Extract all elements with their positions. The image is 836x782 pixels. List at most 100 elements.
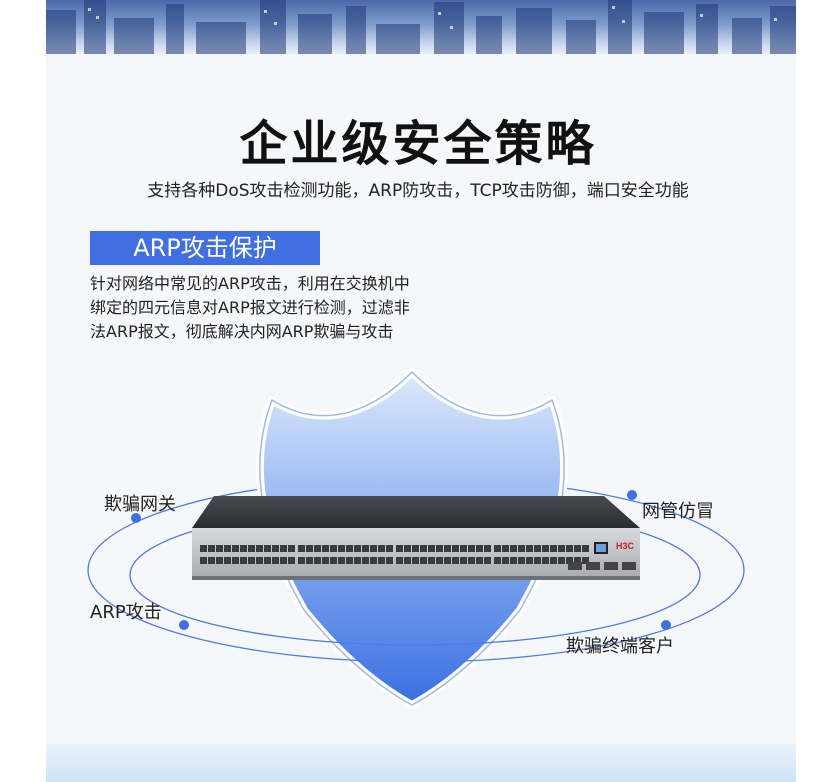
description-line: 绑定的四元信息对ARP报文进行检测，过滤非 — [90, 298, 410, 317]
switch-port — [484, 557, 491, 564]
description-line: 针对网络中常见的ARP攻击，利用在交换机中 — [90, 274, 410, 293]
switch-port — [288, 545, 295, 552]
switch-port — [444, 557, 451, 564]
switch-port — [558, 557, 565, 564]
switch-port — [370, 545, 377, 552]
node-dot-network — [627, 490, 637, 500]
switch-port — [330, 557, 337, 564]
switch-port — [354, 545, 361, 552]
switch-port — [288, 557, 295, 564]
switch-port — [224, 557, 231, 564]
switch-port — [232, 545, 239, 552]
switch-port — [412, 545, 419, 552]
switch-port — [322, 557, 329, 564]
switch-port — [378, 557, 385, 564]
switch-port — [362, 545, 369, 552]
switch-port — [354, 557, 361, 564]
switch-port — [510, 545, 517, 552]
switch-port — [502, 557, 509, 564]
switch-port — [338, 545, 345, 552]
switch-port — [330, 545, 337, 552]
orbit-rings-front — [87, 569, 745, 663]
switch-port — [200, 557, 207, 564]
switch-port — [272, 545, 279, 552]
switch-port — [224, 545, 231, 552]
switch-port — [256, 557, 263, 564]
switch-port — [550, 557, 557, 564]
node-dot-client — [661, 620, 671, 630]
switch-port — [404, 545, 411, 552]
switch-port — [404, 557, 411, 564]
footer-strip — [46, 744, 796, 782]
switch-port — [534, 557, 541, 564]
switch-port — [338, 557, 345, 564]
switch-port — [362, 557, 369, 564]
switch-port — [452, 557, 459, 564]
switch-port — [298, 545, 305, 552]
switch-port — [298, 557, 305, 564]
description-line: 法ARP报文，彻底解决内网ARP欺骗与攻击 — [90, 322, 394, 341]
switch-port — [396, 557, 403, 564]
switch-port — [558, 545, 565, 552]
orbit-nodes — [131, 490, 671, 630]
switch-port — [542, 545, 549, 552]
switch-port — [526, 545, 533, 552]
switch-port — [476, 557, 483, 564]
label-spoof-client: 欺骗终端客户 — [566, 636, 674, 657]
label-arp-attack: ARP攻击 — [90, 602, 162, 623]
switch-port — [248, 557, 255, 564]
switch-port — [272, 557, 279, 564]
switch-port — [574, 545, 581, 552]
switch-port — [436, 557, 443, 564]
switch-port — [566, 545, 573, 552]
switch-port — [494, 545, 501, 552]
switch-port — [420, 545, 427, 552]
switch-port — [240, 545, 247, 552]
switch-port — [306, 557, 313, 564]
switch-port — [378, 545, 385, 552]
switch-port — [468, 545, 475, 552]
switch-port — [518, 557, 525, 564]
switch-port — [386, 557, 393, 564]
switch-port — [264, 545, 271, 552]
switch-port — [444, 545, 451, 552]
switch-port — [346, 557, 353, 564]
network-switch-image: H3C — [192, 496, 640, 580]
section-tag: ARP攻击保护 — [90, 231, 320, 265]
node-dot-arp — [179, 620, 189, 630]
switch-port — [420, 557, 427, 564]
switch-port — [216, 545, 223, 552]
switch-port — [460, 545, 467, 552]
page-subtitle: 支持各种DoS攻击检测功能，ARP防攻击，TCP攻击防御，端口安全功能 — [147, 181, 689, 201]
switch-port — [436, 545, 443, 552]
switch-port — [428, 545, 435, 552]
switch-port — [256, 545, 263, 552]
switch-port — [518, 545, 525, 552]
switch-port — [240, 557, 247, 564]
switch-port — [306, 545, 313, 552]
switch-port — [314, 545, 321, 552]
switch-port — [280, 545, 287, 552]
city-skyline — [46, 0, 796, 54]
switch-port — [370, 557, 377, 564]
switch-port — [322, 545, 329, 552]
switch-port — [314, 557, 321, 564]
switch-port — [526, 557, 533, 564]
node-dot-gateway — [131, 513, 141, 523]
label-spoof-gateway: 欺骗网关 — [104, 494, 176, 515]
switch-port — [346, 545, 353, 552]
section-description: 针对网络中常见的ARP攻击，利用在交换机中 绑定的四元信息对ARP报文进行检测，… — [90, 272, 490, 344]
switch-port — [582, 557, 589, 564]
switch-port — [412, 557, 419, 564]
switch-port — [582, 545, 589, 552]
switch-port — [574, 557, 581, 564]
page-title: 企业级安全策略 — [239, 116, 597, 172]
switch-port — [502, 545, 509, 552]
switch-port — [208, 545, 215, 552]
switch-port — [460, 557, 467, 564]
switch-port — [484, 545, 491, 552]
switch-port — [550, 545, 557, 552]
city-banner-image — [46, 0, 796, 54]
switch-port — [494, 557, 501, 564]
